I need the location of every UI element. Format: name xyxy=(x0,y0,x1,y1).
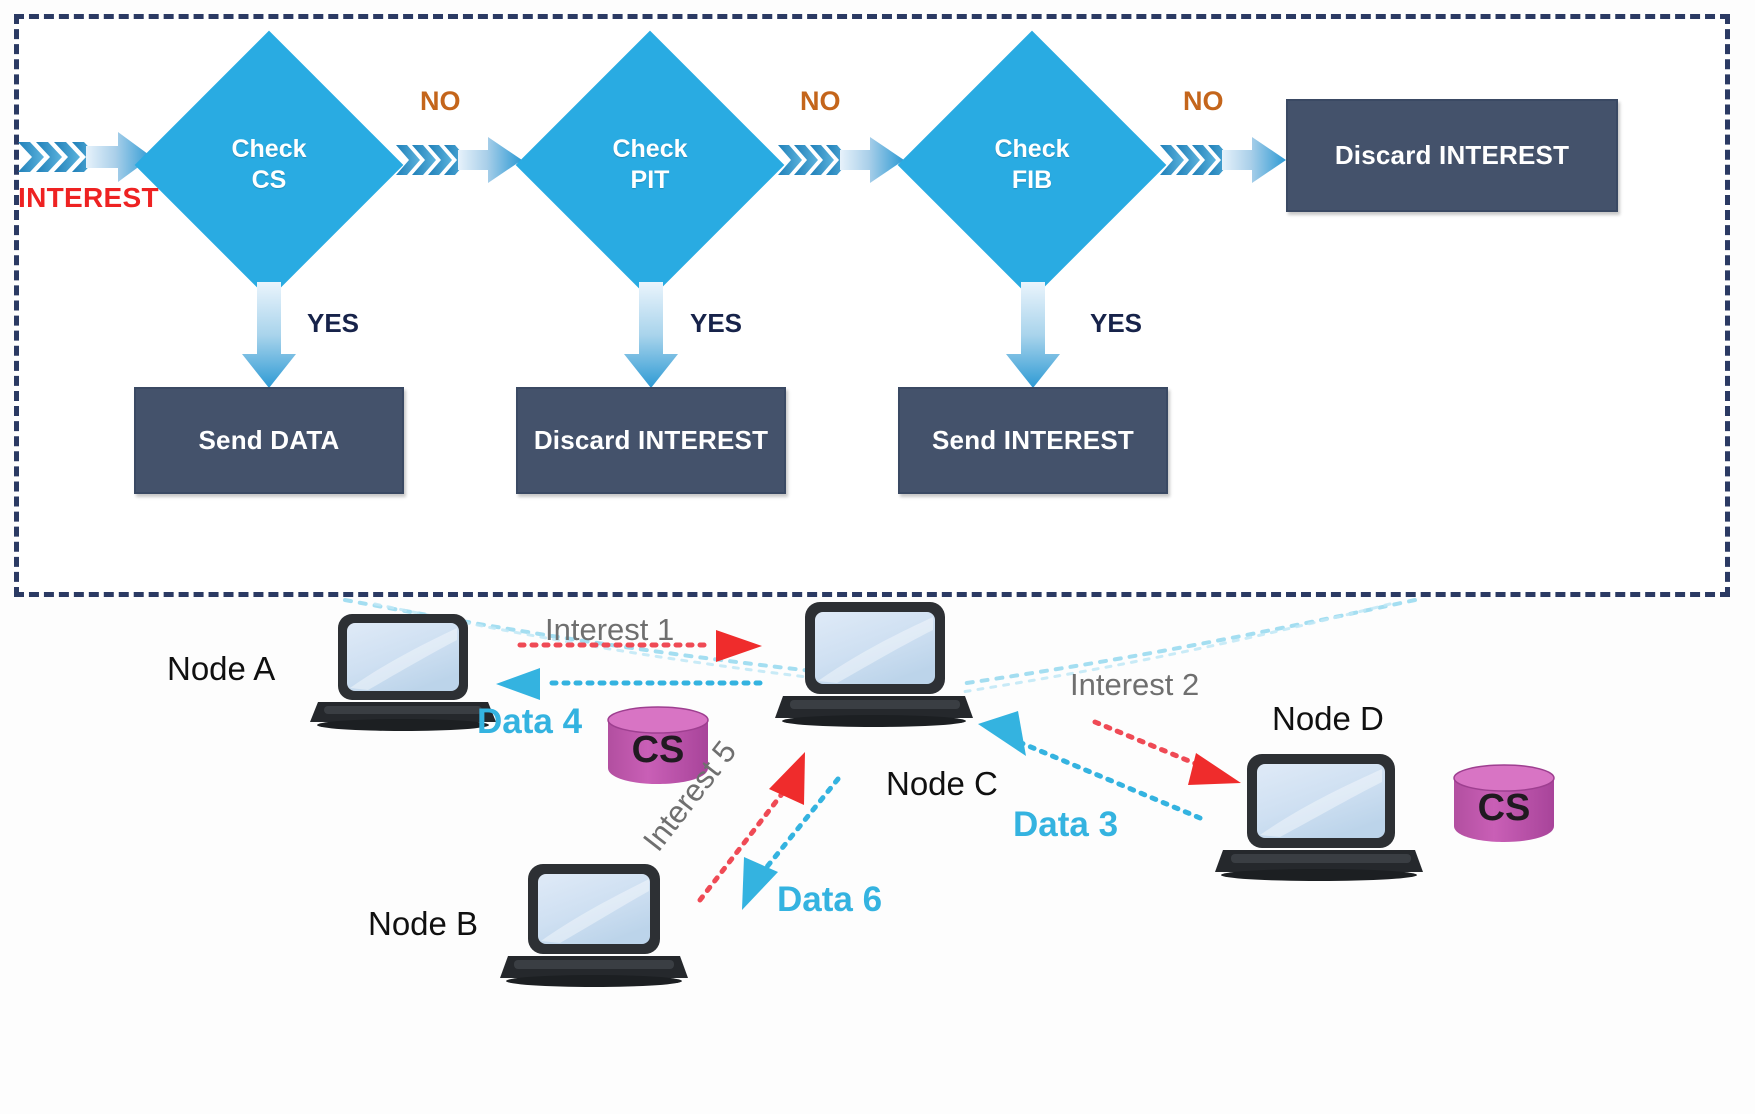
laptop-node-b[interactable] xyxy=(500,862,690,993)
message-label-data-3: Data 3 xyxy=(1013,805,1119,844)
yes-arrow-3-icon xyxy=(1000,282,1066,390)
interest-input-label: INTEREST xyxy=(18,182,159,213)
node-label-c: Node C xyxy=(886,765,998,802)
yes-arrow-2-icon xyxy=(618,282,684,390)
laptop-node-a[interactable] xyxy=(310,612,500,737)
no-label-2: NO xyxy=(800,86,841,116)
result-box-send-data[interactable]: Send DATA xyxy=(134,387,404,494)
decision-shape xyxy=(134,30,404,300)
decision-shape xyxy=(515,30,785,300)
yes-label-3: YES xyxy=(1090,308,1143,338)
laptop-node-d[interactable] xyxy=(1215,752,1425,887)
cs-store-node-c-text: CS xyxy=(632,729,685,771)
no-label-3: NO xyxy=(1183,86,1224,116)
result-box-discard-interest-final[interactable]: Discard INTEREST xyxy=(1286,99,1618,212)
message-label-data-4: Data 4 xyxy=(477,702,583,741)
message-label-interest-1: Interest 1 xyxy=(545,612,675,647)
no-arrow-3-icon xyxy=(1158,132,1288,188)
decision-check-cs[interactable]: Check CS xyxy=(134,30,404,300)
link-data-4 xyxy=(496,668,763,700)
yes-arrow-1-icon xyxy=(236,282,302,390)
laptop-node-c[interactable] xyxy=(775,600,975,733)
decision-check-fib[interactable]: Check FIB xyxy=(897,30,1167,300)
no-arrow-1-icon xyxy=(394,132,524,188)
cs-store-node-c[interactable]: CS xyxy=(604,704,712,791)
no-label-1: NO xyxy=(420,86,461,116)
input-arrow-icon xyxy=(14,126,154,188)
link-data-3 xyxy=(978,711,1203,821)
cs-store-node-d[interactable]: CS xyxy=(1450,762,1558,849)
decision-check-pit[interactable]: Check PIT xyxy=(515,30,785,300)
node-label-d: Node D xyxy=(1272,700,1384,737)
node-label-b: Node B xyxy=(368,905,479,942)
yes-label-2: YES xyxy=(690,308,743,338)
message-label-data-6: Data 6 xyxy=(777,880,883,919)
yes-label-1: YES xyxy=(307,308,360,338)
message-label-interest-2: Interest 2 xyxy=(1070,667,1200,702)
result-box-send-interest[interactable]: Send INTEREST xyxy=(898,387,1168,494)
cs-store-node-d-text: CS xyxy=(1478,787,1531,829)
no-arrow-2-icon xyxy=(776,132,906,188)
decision-shape xyxy=(897,30,1167,300)
node-label-a: Node A xyxy=(167,650,276,687)
result-box-discard-interest[interactable]: Discard INTEREST xyxy=(516,387,786,494)
